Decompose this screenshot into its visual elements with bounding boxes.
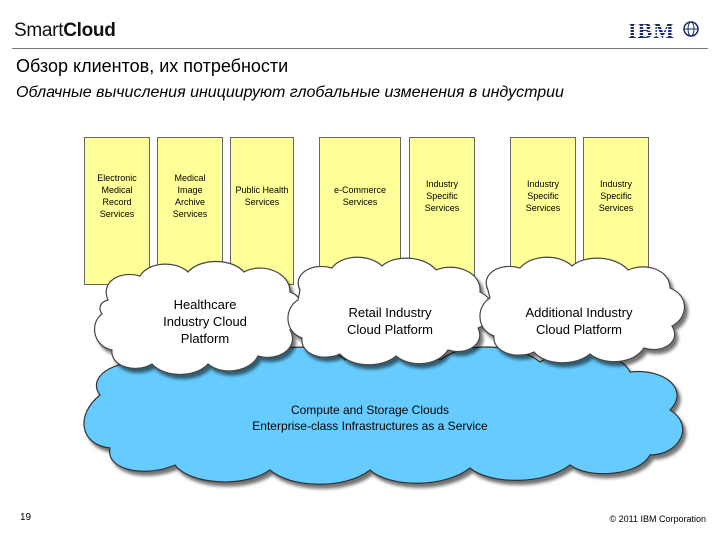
page-title: Обзор клиентов, их потребности [16, 56, 289, 76]
service-column-label: Industry Specific Services [525, 179, 561, 213]
platform-label-retail: Retail Industry Cloud Platform [347, 305, 433, 337]
service-column-label: Industry Specific Services [598, 179, 634, 213]
service-column-label: e-Commerce Services [333, 185, 386, 207]
platform-label-additional: Additional Industry Cloud Platform [525, 305, 633, 337]
brand-bold: Cloud [63, 20, 116, 41]
service-column-label: Medical Image Archive Services [172, 173, 208, 219]
platform-label-healthcare: Healthcare Industry Cloud Platform [163, 297, 247, 346]
copyright: © 2011 IBM Corporation [609, 514, 706, 524]
platform-cloud-shapes [94, 256, 686, 375]
service-column-label: Public Health Services [235, 185, 289, 207]
page-number: 19 [20, 512, 32, 523]
base-cloud-label: Compute and Storage Clouds Enterprise-cl… [252, 403, 488, 433]
globe-icon [683, 21, 699, 37]
service-column: Medical Image Archive Services [157, 137, 223, 285]
service-column-label: Industry Specific Services [424, 179, 460, 213]
ibm-logo-icon: IBM [628, 18, 675, 43]
service-column-label: Electronic Medical Record Services [97, 173, 137, 219]
page-subtitle: Облачные вычисления инициируют глобальны… [16, 84, 564, 101]
smartcloud-brand: SmartCloud [14, 20, 116, 42]
header-rule [12, 48, 708, 49]
brand-light: Smart [14, 20, 64, 41]
base-cloud-shape [83, 345, 683, 485]
